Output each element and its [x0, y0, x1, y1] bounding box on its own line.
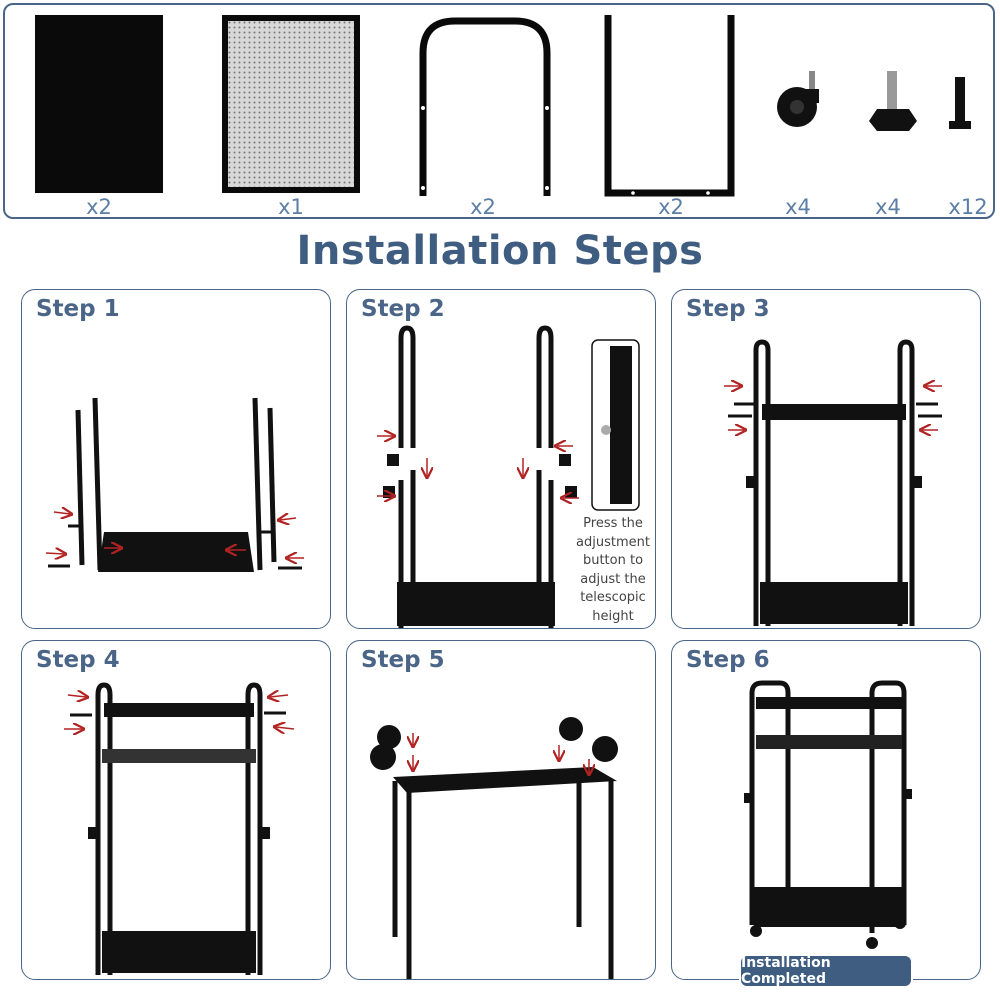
step-2-note-line: adjust the: [580, 571, 646, 587]
caster-wheel-image: [777, 71, 819, 127]
step-3-label: Step 3: [686, 296, 770, 322]
upper-frame-qty: x2: [470, 195, 496, 219]
lower-frame-image: [604, 15, 735, 197]
adjustment-knob-image: [869, 71, 917, 131]
step-4-illustration: [64, 682, 295, 975]
step-6-illustration: [744, 680, 912, 949]
step-2-label: Step 2: [361, 296, 445, 322]
mesh-panel-qty: x1: [278, 195, 304, 219]
page-title: Installation Steps: [296, 228, 704, 274]
step-3-illustration: [724, 339, 942, 626]
step-2-note-line: telescopic: [580, 590, 646, 605]
step-5-label: Step 5: [361, 647, 445, 673]
caster-wheel-qty: x4: [785, 195, 811, 219]
step-2-note-line: Press the: [583, 516, 643, 531]
step-2-note-line: button to: [582, 553, 644, 568]
step-4-label: Step 4: [36, 647, 120, 673]
step-4-card: Step 4: [21, 640, 331, 980]
step-1-card: Step 1: [21, 289, 331, 629]
step-2-note: Press the adjustment button to adjust th…: [569, 515, 657, 626]
lower-frame-qty: x2: [658, 195, 684, 219]
screw-qty: x12: [948, 195, 988, 219]
mesh-panel-image: [222, 15, 360, 193]
step-5-card: Step 5: [346, 640, 656, 980]
step-5-illustration: [370, 717, 618, 979]
upper-frame-image: [419, 17, 551, 196]
parts-panel: x2 x1 x2 x2 x4 x4 x12: [3, 3, 995, 219]
step-1-illustration: [45, 397, 304, 572]
adjustment-knob-qty: x4: [875, 195, 901, 219]
step-2-card: Step 2 Press the adjustme: [346, 289, 656, 629]
solid-panel-image: [35, 15, 163, 193]
installation-completed-badge: Installation Completed: [741, 955, 911, 987]
step-1-label: Step 1: [36, 296, 120, 322]
step-2-illustration: [377, 325, 640, 628]
solid-panel-qty: x2: [86, 195, 112, 219]
step-6-label: Step 6: [686, 647, 770, 673]
step-6-card: Step 6: [671, 640, 981, 980]
screw-image: [949, 77, 971, 129]
step-3-card: Step 3: [671, 289, 981, 629]
step-2-note-line: height: [592, 608, 634, 624]
step-2-note-line: adjustment: [576, 534, 650, 550]
